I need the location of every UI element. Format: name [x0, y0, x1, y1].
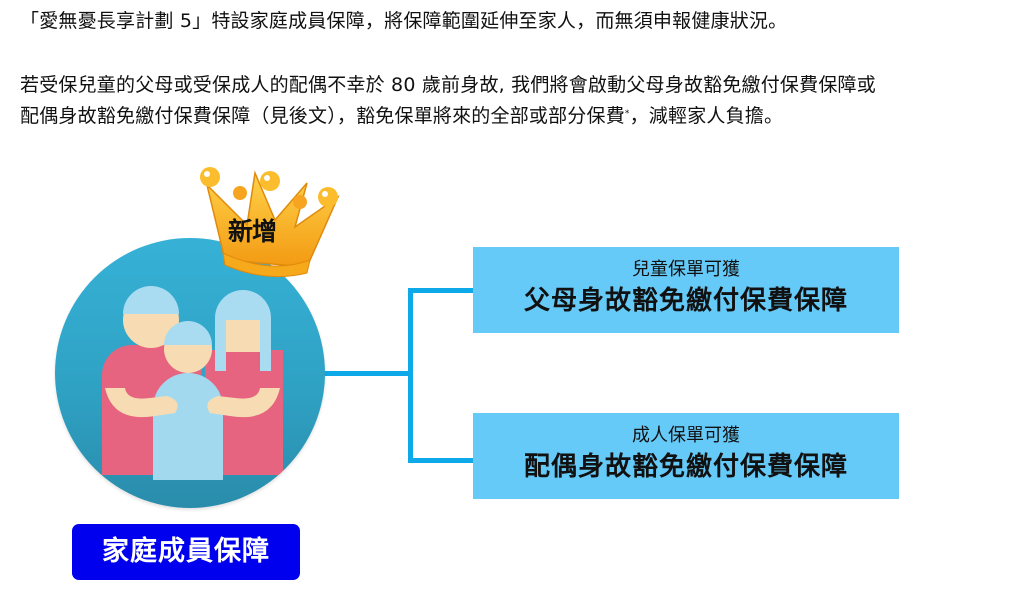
intro-paragraph-2: 若受保兒童的父母或受保成人的配偶不幸於 80 歲前身故, 我們將會啟動父母身故豁… [20, 70, 876, 132]
benefit-subtitle: 兒童保單可獲 [632, 259, 740, 280]
family-protection-badge: 家庭成員保障 [72, 524, 300, 580]
intro-line-1: 「愛無憂長享計劃 5」特設家庭成員保障，將保障範圍延伸至家人，而無須申報健康狀況… [20, 10, 788, 32]
intro-paragraph-1: 「愛無憂長享計劃 5」特設家庭成員保障，將保障範圍延伸至家人，而無須申報健康狀況… [20, 6, 787, 37]
connector-branch-top [408, 288, 474, 293]
intro-line-3a: 配偶身故豁免繳付保費保障（見後文），豁免保單將來的全部或部分保費 [20, 105, 625, 127]
benefit-title: 配偶身故豁免繳付保費保障 [523, 452, 848, 482]
family-icon [55, 238, 325, 508]
connector-branch-bottom [408, 458, 474, 463]
crown-icon [200, 167, 340, 278]
new-feature-label: 新增 [228, 217, 277, 246]
intro-line-2: 若受保兒童的父母或受保成人的配偶不幸於 80 歲前身故, 我們將會啟動父母身故豁… [20, 74, 876, 96]
intro-line-3b: ，減輕家人負擔。 [629, 105, 784, 127]
benefit-box-child-policy: 兒童保單可獲 父母身故豁免繳付保費保障 [473, 247, 899, 333]
benefit-title: 父母身故豁免繳付保費保障 [523, 286, 848, 316]
connector-horizontal-main [318, 371, 412, 376]
footnote-mark: * [624, 109, 630, 119]
benefit-box-adult-policy: 成人保單可獲 配偶身故豁免繳付保費保障 [473, 413, 899, 499]
benefit-subtitle: 成人保單可獲 [632, 425, 740, 446]
connector-vertical [408, 288, 413, 463]
